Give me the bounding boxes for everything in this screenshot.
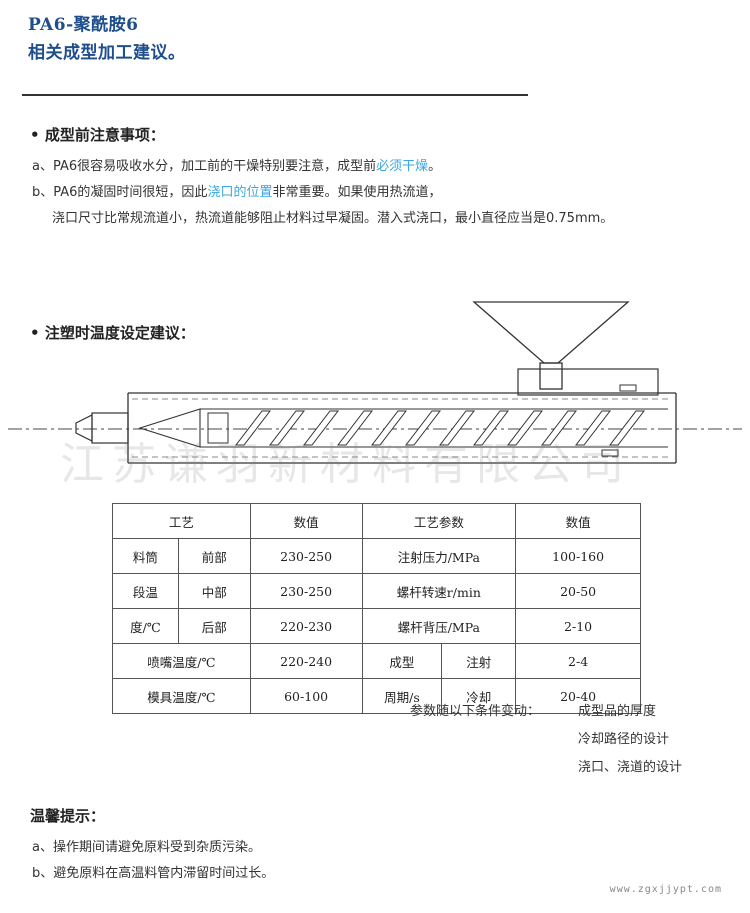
rear-label: 后部 <box>177 608 251 644</box>
table-row: 段温 中部 230-250 螺杆转速r/min 20-50 <box>112 573 641 609</box>
condition-item: 冷却路径的设计 <box>578 732 670 747</box>
tip-a: a、操作期间请避免原料受到杂质污染。 <box>32 840 261 855</box>
injection-machine-diagram <box>8 301 742 464</box>
nozzle-body <box>91 412 129 444</box>
inj-pressure-value: 100-160 <box>515 538 641 574</box>
pre-molding-heading-text: 成型前注意事项： <box>44 126 165 144</box>
table-row: 度/℃ 后部 220-230 螺杆背压/MPa 2-10 <box>112 608 641 644</box>
mid-value: 230-250 <box>249 573 363 609</box>
condition-item: 浇口、浇道的设计 <box>578 760 683 775</box>
cycle-label-2: 周期/s <box>361 678 443 714</box>
temp-heading-text: 注塑时温度设定建议： <box>44 324 195 342</box>
cool-value: 20-40 <box>515 678 641 714</box>
nozzle-value: 220-240 <box>249 643 363 679</box>
note-b-suffix: 非常重要。如果使用热流道， <box>272 185 442 200</box>
hopper <box>472 301 630 364</box>
table-header-row: 工艺 数值 工艺参数 数值 <box>112 503 641 539</box>
title-line-2: 相关成型加工建议。 <box>28 43 186 63</box>
temp-heading: • 注塑时温度设定建议： <box>30 322 195 343</box>
note-b-highlight: 浇口的位置 <box>207 185 273 200</box>
bullet-icon: • <box>30 324 40 342</box>
condition-item: 成型品的厚度 <box>578 704 657 719</box>
header-value-2: 数值 <box>515 503 641 539</box>
inject-value: 2-4 <box>515 643 641 679</box>
table-row: 模具温度/℃ 60-100 周期/s 冷却 20-40 <box>112 678 641 714</box>
mold-value: 60-100 <box>249 678 363 714</box>
title-divider <box>22 94 528 96</box>
check-ring <box>207 412 229 444</box>
cool-label: 冷却 <box>441 678 517 714</box>
front-value: 230-250 <box>249 538 363 574</box>
header-value: 数值 <box>249 503 363 539</box>
title-line-1: PA6-聚酰胺6 <box>28 15 139 35</box>
barrel-slot <box>601 449 619 457</box>
hopper-throat <box>539 362 563 390</box>
conditions-label: 参数随以下条件变动： <box>410 704 541 719</box>
tips-heading: 温馨提示： <box>30 807 106 825</box>
screw-speed-value: 20-50 <box>515 573 641 609</box>
note-b-line-2: 浇口尺寸比常规流道小，热流道能够阻止材料过早凝固。潜入式浇口，最小直径应当是0.… <box>52 211 614 226</box>
note-b-prefix: b、PA6的凝固时间很短，因此 <box>32 185 208 200</box>
watermark: 江苏谦羽新材料有限公司 <box>60 439 632 490</box>
inject-label: 注射 <box>441 643 517 679</box>
note-a-highlight: 必须干燥 <box>376 159 429 174</box>
header-param: 工艺参数 <box>361 503 517 539</box>
barrel-label-1: 料筒 <box>112 538 179 574</box>
process-parameter-table: 工艺 数值 工艺参数 数值 料筒 前部 230-250 注射压力/MPa 100… <box>112 503 641 714</box>
note-a-suffix: 。 <box>428 159 442 174</box>
inj-pressure-label: 注射压力/MPa <box>361 538 517 574</box>
front-label: 前部 <box>177 538 251 574</box>
mid-label: 中部 <box>177 573 251 609</box>
feed-block <box>517 368 659 396</box>
screw-speed-label: 螺杆转速r/min <box>361 573 517 609</box>
back-pressure-value: 2-10 <box>515 608 641 644</box>
rear-value: 220-230 <box>249 608 363 644</box>
pre-molding-heading: • 成型前注意事项： <box>30 124 165 145</box>
tip-b: b、避免原料在高温料管内滞留时间过长。 <box>32 866 275 881</box>
feed-slot <box>619 384 637 392</box>
barrel-label-2: 段温 <box>112 573 179 609</box>
nozzle-label: 喷嘴温度/℃ <box>112 643 251 679</box>
note-a: a、PA6很容易吸收水分，加工前的干燥特别要注意，成型前必须干燥。 <box>32 155 441 174</box>
screw-flights <box>234 410 646 446</box>
header-process: 工艺 <box>112 503 251 539</box>
note-a-prefix: a、PA6很容易吸收水分，加工前的干燥特别要注意，成型前 <box>32 159 377 174</box>
bullet-icon: • <box>30 126 40 144</box>
table-row: 料筒 前部 230-250 注射压力/MPa 100-160 <box>112 538 641 574</box>
screw-tip <box>138 408 201 448</box>
cycle-label-1: 成型 <box>361 643 443 679</box>
back-pressure-label: 螺杆背压/MPa <box>361 608 517 644</box>
site-watermark: www.zgxjjypt.com <box>609 884 722 895</box>
mold-label: 模具温度/℃ <box>112 678 251 714</box>
table-row: 喷嘴温度/℃ 220-240 成型 注射 2-4 <box>112 643 641 679</box>
barrel-label-3: 度/℃ <box>112 608 179 644</box>
note-b: b、PA6的凝固时间很短，因此浇口的位置非常重要。如果使用热流道， <box>32 181 441 200</box>
